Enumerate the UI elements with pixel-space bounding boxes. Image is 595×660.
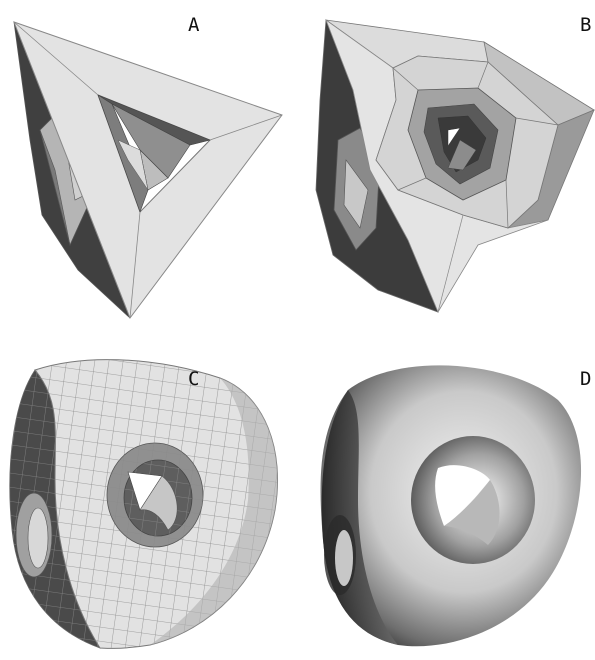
smooth-limit-surface <box>298 330 595 660</box>
panel-b: B <box>298 0 595 330</box>
panel-label-b: B <box>580 16 591 35</box>
panel-label-d: D <box>580 370 591 389</box>
subdivided-frame-mesh <box>298 0 595 330</box>
tetrahedral-frame-mesh <box>0 0 297 330</box>
panel-label-a: A <box>188 16 199 35</box>
panel-label-c: C <box>188 370 199 389</box>
panel-a: A <box>0 0 297 330</box>
panel-d: D <box>298 330 595 660</box>
fine-subdivision-mesh <box>0 330 297 660</box>
panel-c: C <box>0 330 297 660</box>
